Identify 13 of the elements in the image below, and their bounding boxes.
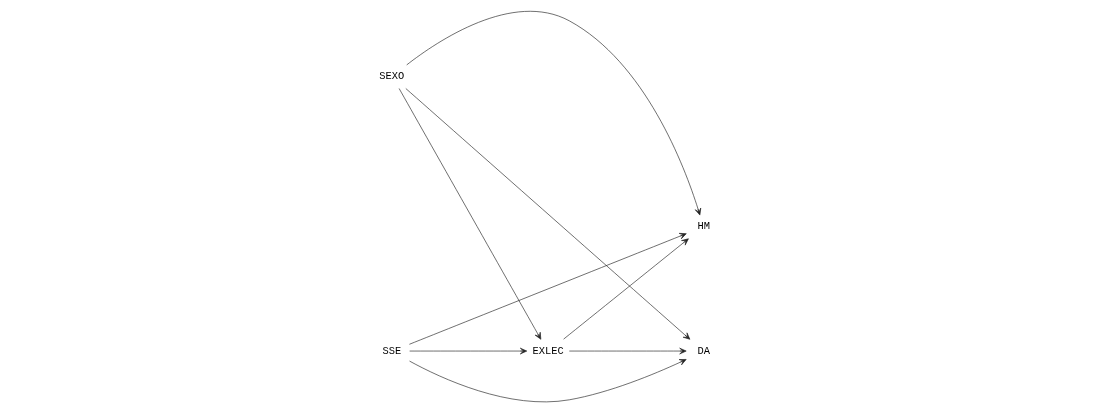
node-text: SSE [381, 344, 401, 357]
arrow [408, 359, 686, 403]
node-text: DA [697, 344, 710, 357]
node-text: HM [697, 220, 710, 233]
arrow [405, 88, 690, 340]
arrow [562, 238, 689, 340]
node-text: EXLEC [532, 344, 564, 357]
arrow [568, 347, 686, 355]
arrow [398, 88, 541, 340]
arrow [405, 11, 701, 216]
node-text: SEXO [378, 70, 404, 83]
arrow [408, 347, 527, 355]
arrow [408, 233, 687, 345]
